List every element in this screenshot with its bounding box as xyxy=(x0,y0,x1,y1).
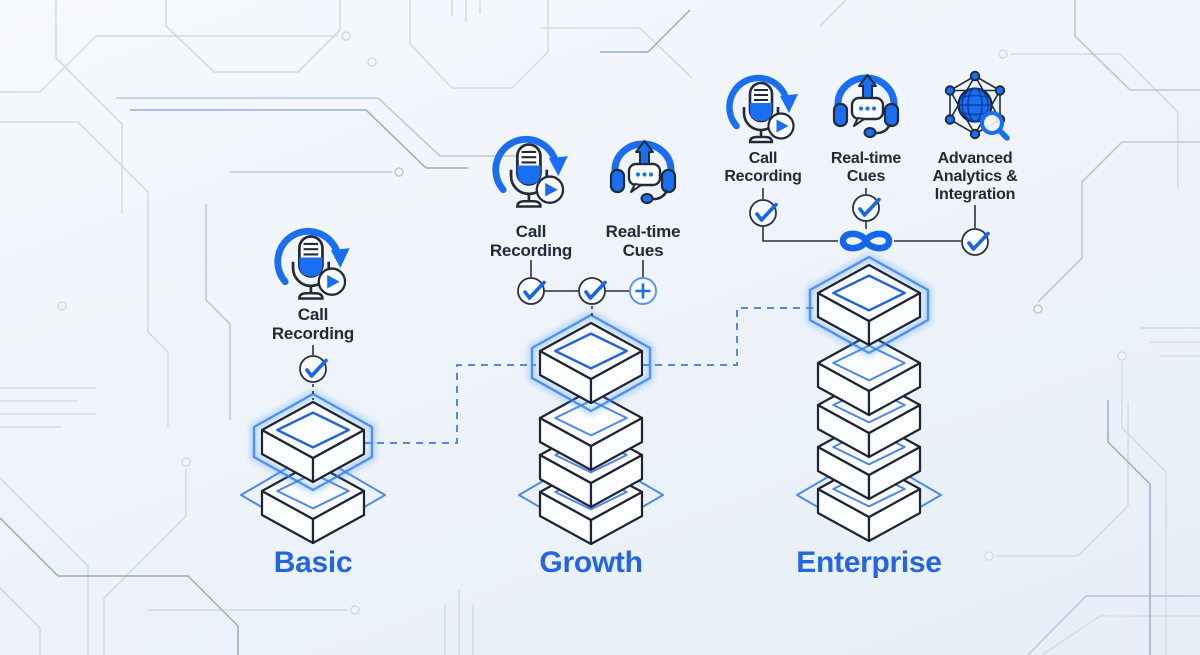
feature-label-call-recording: Call Recording xyxy=(489,222,573,261)
check-icon xyxy=(517,277,546,305)
check-icon xyxy=(852,194,881,222)
growth-to-enterprise-dash xyxy=(642,307,816,366)
check-icon xyxy=(749,199,778,227)
advanced-analytics-icon xyxy=(935,67,1015,147)
real-time-cues-icon xyxy=(828,66,904,142)
tier-label-growth: Growth xyxy=(539,546,643,579)
call-recording-icon xyxy=(271,225,355,309)
feature-label-advanced-analytics: Advanced Analytics & Integration xyxy=(932,150,1018,203)
basic-connector xyxy=(299,345,328,400)
enterprise-connector xyxy=(749,188,990,256)
growth-stack xyxy=(518,310,664,546)
tier-label-enterprise: Enterprise xyxy=(796,546,942,579)
basic-stack xyxy=(240,389,386,545)
feature-label-real-time-cues: Real-time Cues xyxy=(605,222,681,261)
basic-to-growth-dash xyxy=(364,364,536,444)
feature-label-call-recording: Call Recording xyxy=(271,305,355,344)
real-time-cues-icon xyxy=(605,132,681,208)
tier-link-dashes xyxy=(364,307,816,444)
enterprise-stack xyxy=(796,252,942,543)
call-recording-icon xyxy=(489,133,573,217)
check-icon xyxy=(961,228,990,256)
tier-label-basic: Basic xyxy=(273,546,353,579)
plus-icon xyxy=(629,277,657,305)
check-icon xyxy=(299,355,328,383)
check-icon xyxy=(578,277,607,305)
feature-label-real-time-cues: Real-time Cues xyxy=(830,150,902,185)
feature-label-call-recording: Call Recording xyxy=(724,150,802,185)
infinity-icon xyxy=(839,230,893,252)
call-recording-icon xyxy=(723,72,803,152)
growth-connector xyxy=(517,260,657,320)
